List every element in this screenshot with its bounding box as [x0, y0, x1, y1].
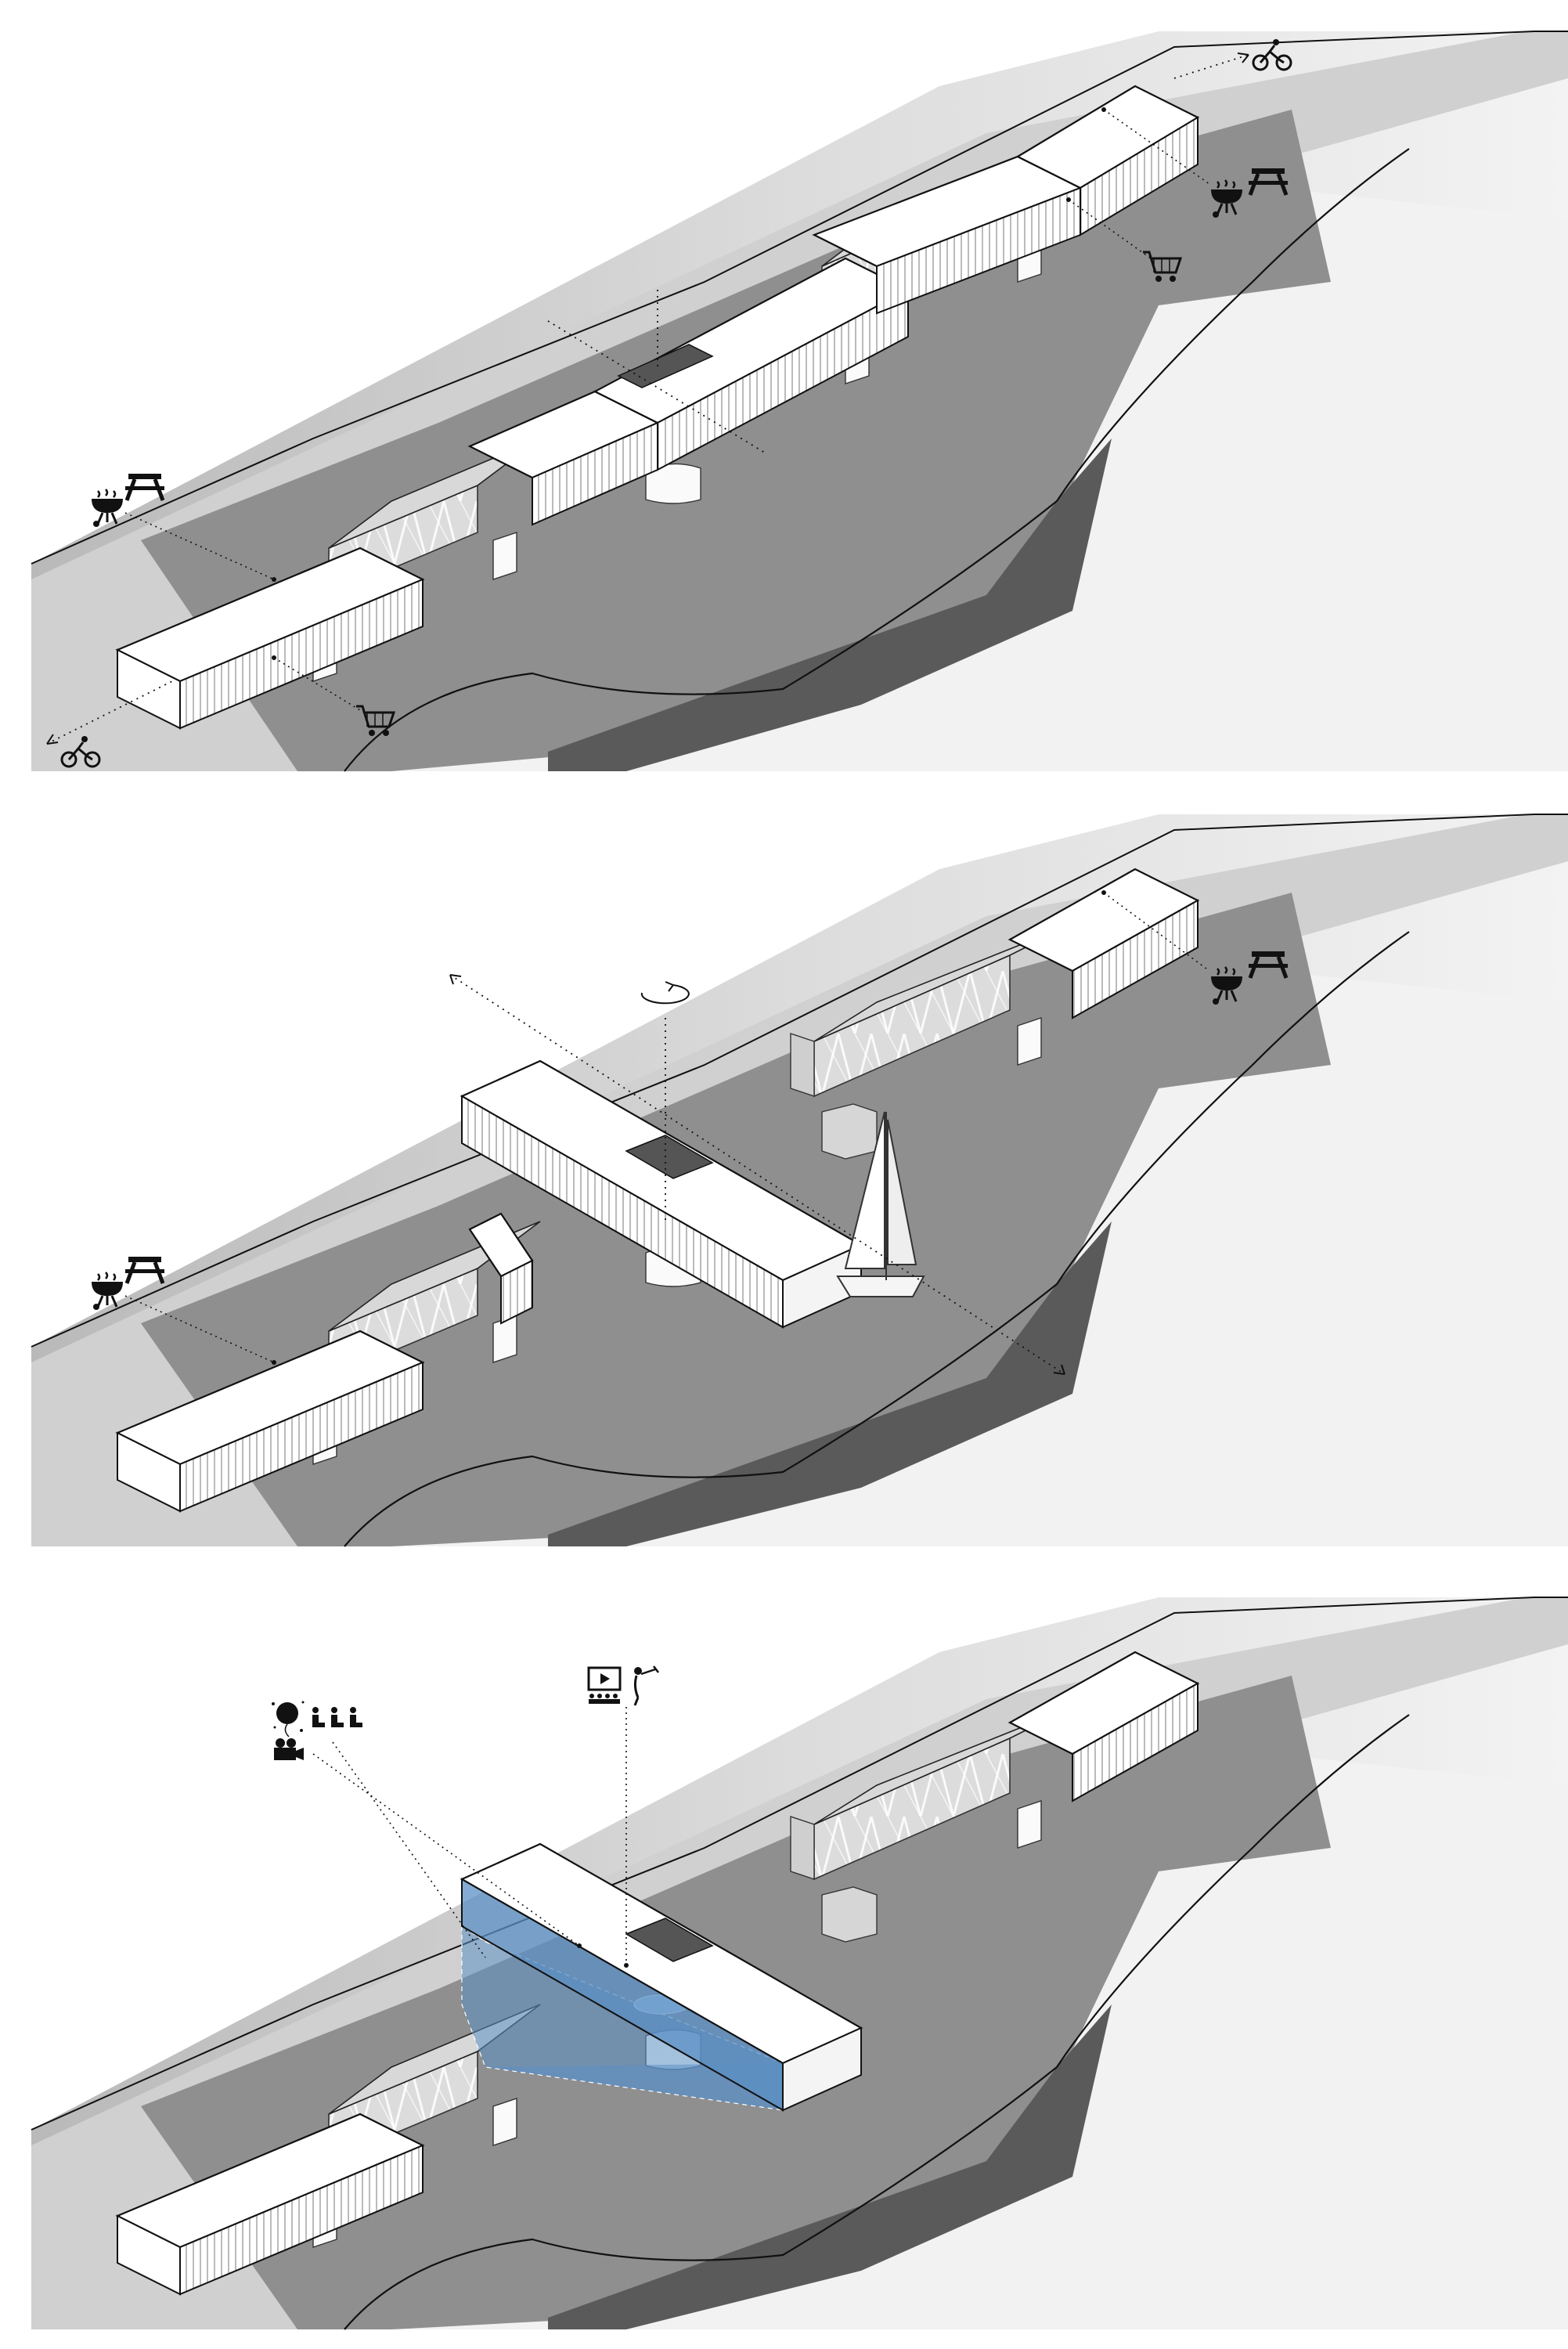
river-shadow — [548, 1221, 1112, 1546]
river-shadow — [548, 438, 1112, 771]
barbecue-grill-icon — [1211, 966, 1242, 1005]
leader-dot — [1101, 890, 1106, 895]
panel-closed-bridge — [31, 31, 1568, 772]
leader-dot — [1101, 107, 1106, 112]
balloon-icon — [272, 1701, 305, 1737]
bank-edge-near — [344, 148, 1410, 772]
picnic-table-icon — [1248, 951, 1289, 979]
leader-dot — [272, 1360, 276, 1365]
cycle-path-arrow — [1173, 54, 1249, 79]
pier — [1017, 1800, 1042, 1849]
pivot-opening — [617, 344, 714, 388]
rotation-direction-arrow — [547, 320, 768, 455]
box-segment-end — [117, 1431, 181, 1513]
pier — [821, 1886, 878, 1943]
leader-line — [1068, 199, 1152, 259]
pivot-span-end — [782, 2026, 862, 2112]
arrow-head — [46, 734, 59, 745]
cyclist-icon — [1252, 39, 1292, 71]
panel-event-mode — [31, 1597, 1568, 2330]
panel-rotated-open — [31, 814, 1568, 1547]
box-segment-end — [117, 648, 181, 730]
leader-dot — [272, 577, 276, 582]
leader-dot — [624, 1963, 629, 1968]
shopping-cart-icon — [356, 705, 396, 736]
pier — [1017, 1017, 1042, 1066]
pier — [821, 1103, 878, 1160]
audience-seats-icon — [312, 1707, 362, 1727]
pier — [492, 2098, 517, 2146]
arrow-head — [449, 974, 462, 985]
picnic-table-icon — [1248, 168, 1289, 196]
pivot-opening — [625, 1918, 714, 1962]
bank-edge-far — [31, 31, 1568, 565]
cyclist-icon — [60, 736, 101, 768]
bank-edge-far — [31, 814, 1568, 1348]
barbecue-grill-icon — [92, 1272, 123, 1310]
pier — [492, 1315, 517, 1363]
bank-edge-near — [344, 1714, 1410, 2330]
pivot-opening — [625, 1135, 714, 1179]
sailboat-icon — [836, 1111, 925, 1297]
leader-dot — [272, 655, 276, 660]
arrow-head — [1237, 52, 1249, 63]
box-segment-side — [500, 1259, 533, 1325]
leader-dot — [577, 1943, 582, 1948]
shopping-cart-icon — [1143, 251, 1183, 282]
leader-line — [1103, 892, 1210, 972]
picnic-table-icon — [124, 1257, 165, 1284]
bank-edge-near — [344, 931, 1410, 1547]
film-camera-icon — [274, 1738, 304, 1760]
box-segment-side — [1072, 899, 1199, 1019]
leader-dot — [1066, 197, 1071, 202]
cycle-path-arrow — [46, 680, 173, 745]
pivot-span-side — [657, 288, 909, 471]
barbecue-grill-icon — [92, 489, 123, 527]
box-segment-side — [1072, 1682, 1199, 1802]
barbecue-grill-icon — [1211, 179, 1242, 218]
cinema-screen-icon — [587, 1666, 622, 1704]
trumpet-player-icon — [633, 1665, 659, 1706]
bank-edge-far — [31, 1597, 1568, 2131]
river-shadow — [548, 2004, 1112, 2329]
leader-line — [273, 657, 365, 713]
leader-line — [332, 1741, 486, 1958]
truss-end — [790, 1816, 815, 1880]
picnic-table-icon — [124, 474, 165, 501]
box-segment-end — [117, 2214, 181, 2296]
rotation-arrow-icon — [640, 981, 690, 1005]
arrow-head — [1053, 1364, 1065, 1375]
pier — [492, 532, 517, 580]
truss-end — [790, 1033, 815, 1097]
box-segment-side — [1080, 116, 1199, 236]
